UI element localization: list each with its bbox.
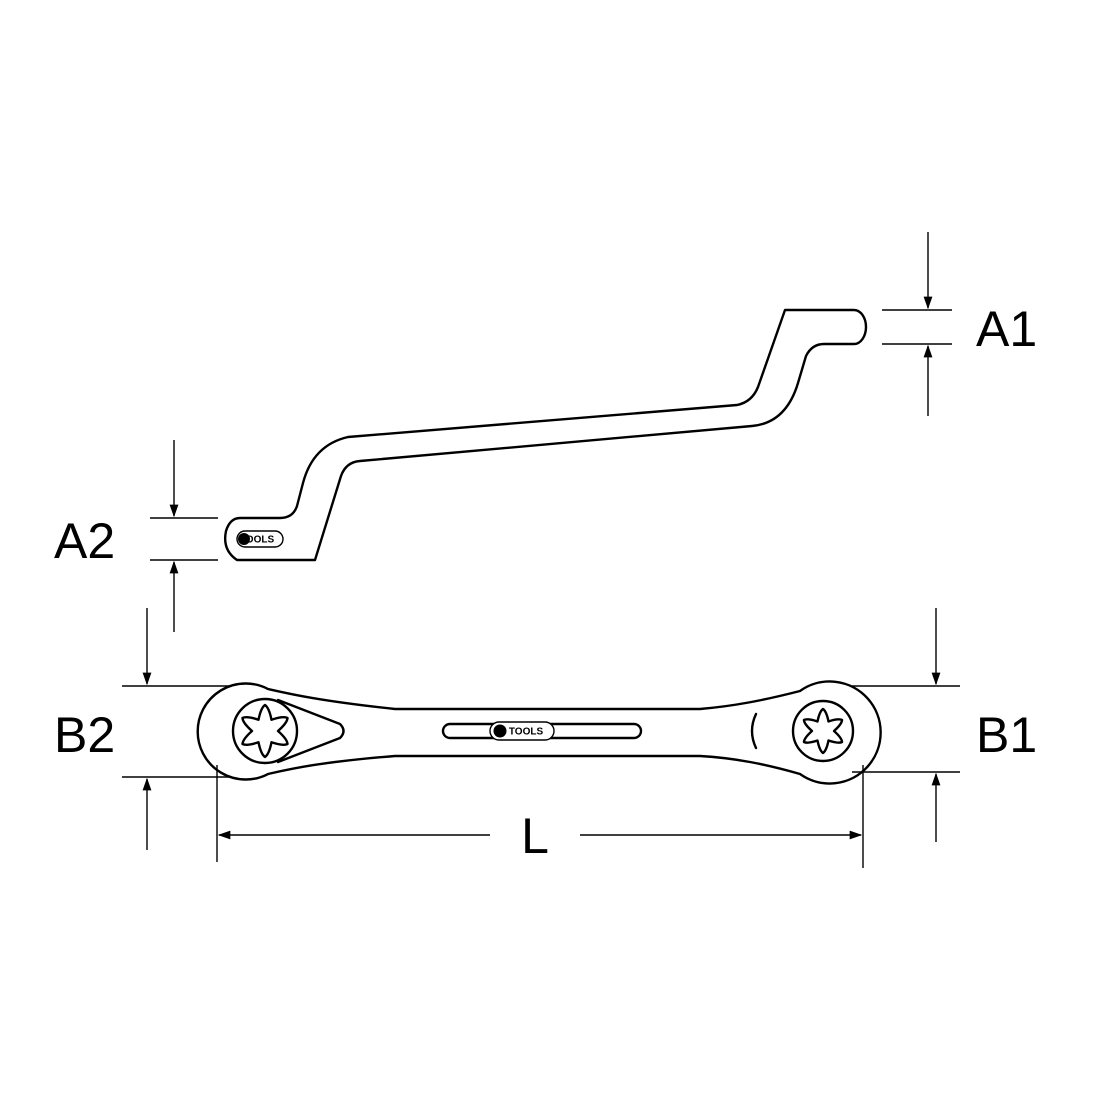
left-ring-ratchet-wedge bbox=[276, 698, 345, 764]
ks-tools-logo-top: TOOLS bbox=[489, 721, 555, 741]
logo-lettering: TOOLS bbox=[240, 535, 275, 546]
top-view: TOOLS bbox=[196, 680, 882, 785]
b1-label: B1 bbox=[976, 707, 1037, 763]
dimension-a2: A2 bbox=[54, 440, 218, 632]
right-torx-star-icon bbox=[802, 707, 844, 755]
a2-label: A2 bbox=[54, 513, 115, 569]
side-view: TOOLS bbox=[223, 308, 868, 562]
left-torx-star-icon bbox=[241, 703, 289, 759]
a1-label: A1 bbox=[976, 301, 1037, 357]
side-view-wrench-outline bbox=[223, 308, 868, 562]
right-ring-bore bbox=[791, 699, 855, 763]
left-ring-bore bbox=[231, 697, 299, 765]
b2-label: B2 bbox=[54, 707, 115, 763]
dimension-a1: A1 bbox=[882, 232, 1037, 416]
dimension-length: L bbox=[216, 765, 864, 868]
ks-tools-logo-side: TOOLS bbox=[236, 530, 284, 548]
right-ring-direction-mark bbox=[750, 712, 758, 750]
length-label: L bbox=[521, 808, 549, 864]
dimension-b1: B1 bbox=[852, 608, 1037, 842]
top-view-wrench-outline bbox=[196, 680, 882, 785]
dimension-b2: B2 bbox=[54, 608, 232, 850]
logo-lettering: TOOLS bbox=[509, 727, 544, 738]
